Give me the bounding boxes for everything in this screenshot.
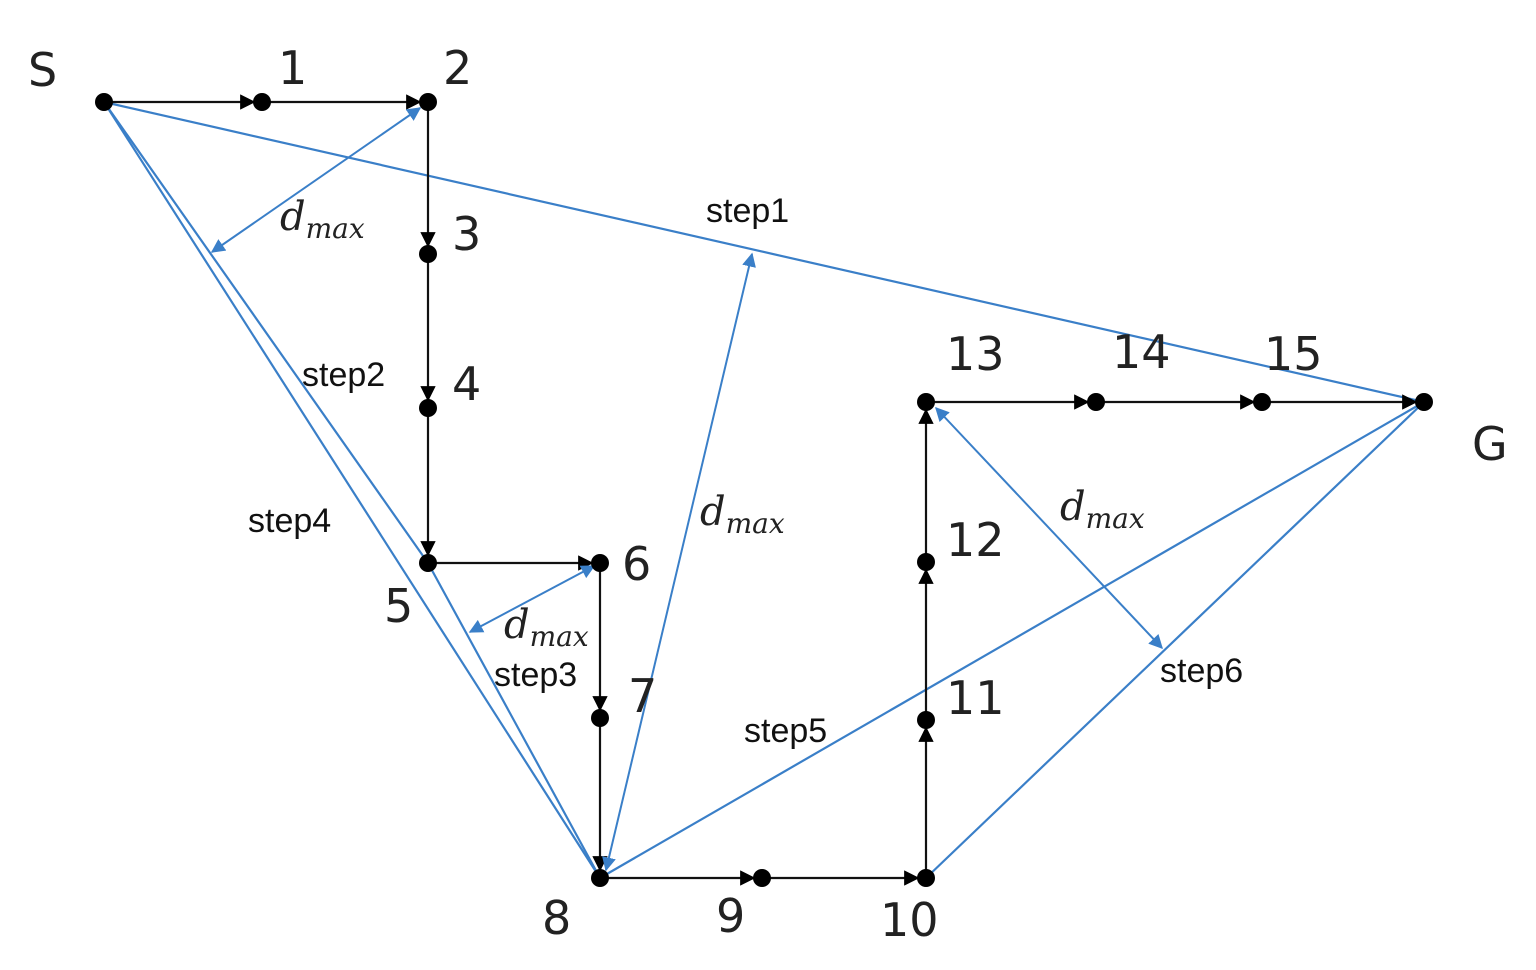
step4-label: step4 [248, 502, 331, 540]
node-label-6: 6 [622, 537, 651, 591]
node-dot-5 [419, 554, 437, 572]
node-label-5: 5 [384, 579, 413, 633]
node-dot-13 [917, 393, 935, 411]
node-dot-4 [419, 399, 437, 417]
step-edge-8-g [599, 401, 1425, 879]
step-edge-10-g [925, 401, 1425, 879]
node-label-1: 1 [278, 41, 307, 95]
node-dot-3 [419, 245, 437, 263]
node-dot-12 [917, 553, 935, 571]
node-label-4: 4 [452, 357, 481, 411]
dmax-arrow-middle [602, 252, 756, 872]
node-dot-7 [591, 709, 609, 727]
node-label-s: S [28, 43, 57, 97]
dmax-label-top-left: dmax [280, 194, 365, 245]
step-edge-s-8 [103, 101, 601, 879]
node-label-13: 13 [946, 327, 1005, 381]
dmax-label-middle: dmax [700, 489, 785, 540]
dmax-arrow-top-left [210, 107, 422, 253]
node-dot-10 [917, 869, 935, 887]
step3-label: step3 [494, 656, 577, 694]
path-edges [104, 94, 1418, 886]
node-dot-s [95, 93, 113, 111]
node-label-12: 12 [946, 513, 1005, 567]
dmax-arrow-bottom [468, 565, 596, 633]
step5-label: step5 [744, 712, 827, 750]
node-label-14: 14 [1112, 325, 1171, 379]
node-label-3: 3 [452, 207, 481, 261]
node-label-15: 15 [1264, 327, 1323, 381]
node-dot-11 [917, 711, 935, 729]
node-labels: S 1 2 3 4 5 6 7 8 9 10 11 12 13 14 15 G [28, 41, 1508, 947]
node-label-7: 7 [628, 669, 657, 723]
dmax-label-right: dmax [1060, 484, 1145, 535]
node-dot-6 [591, 554, 609, 572]
step6-label: step6 [1160, 652, 1243, 690]
node-dot-8 [591, 869, 609, 887]
dmax-arrow-right [935, 406, 1163, 650]
step2-label: step2 [302, 356, 385, 394]
node-dot-14 [1087, 393, 1105, 411]
dmax-label-bottom: dmax [504, 602, 589, 653]
step1-label: step1 [706, 192, 789, 230]
node-label-9: 9 [716, 889, 745, 943]
step-edge-s-5 [103, 101, 429, 564]
node-dot-2 [419, 93, 437, 111]
node-dot-1 [253, 93, 271, 111]
node-label-2: 2 [443, 41, 472, 95]
node-label-11: 11 [946, 671, 1005, 725]
node-dots [95, 93, 1433, 887]
node-dot-g [1415, 393, 1433, 411]
node-label-10: 10 [880, 893, 939, 947]
node-label-8: 8 [542, 891, 571, 945]
node-dot-15 [1253, 393, 1271, 411]
step-labels: step1 step2 step3 step4 step5 step6 [248, 192, 1243, 750]
step-edge-5-8 [427, 562, 601, 879]
dmax-labels: dmax dmax dmax dmax [280, 194, 1145, 653]
dmax-arrows [210, 107, 1163, 872]
node-label-g: G [1472, 417, 1508, 471]
node-dot-9 [753, 869, 771, 887]
